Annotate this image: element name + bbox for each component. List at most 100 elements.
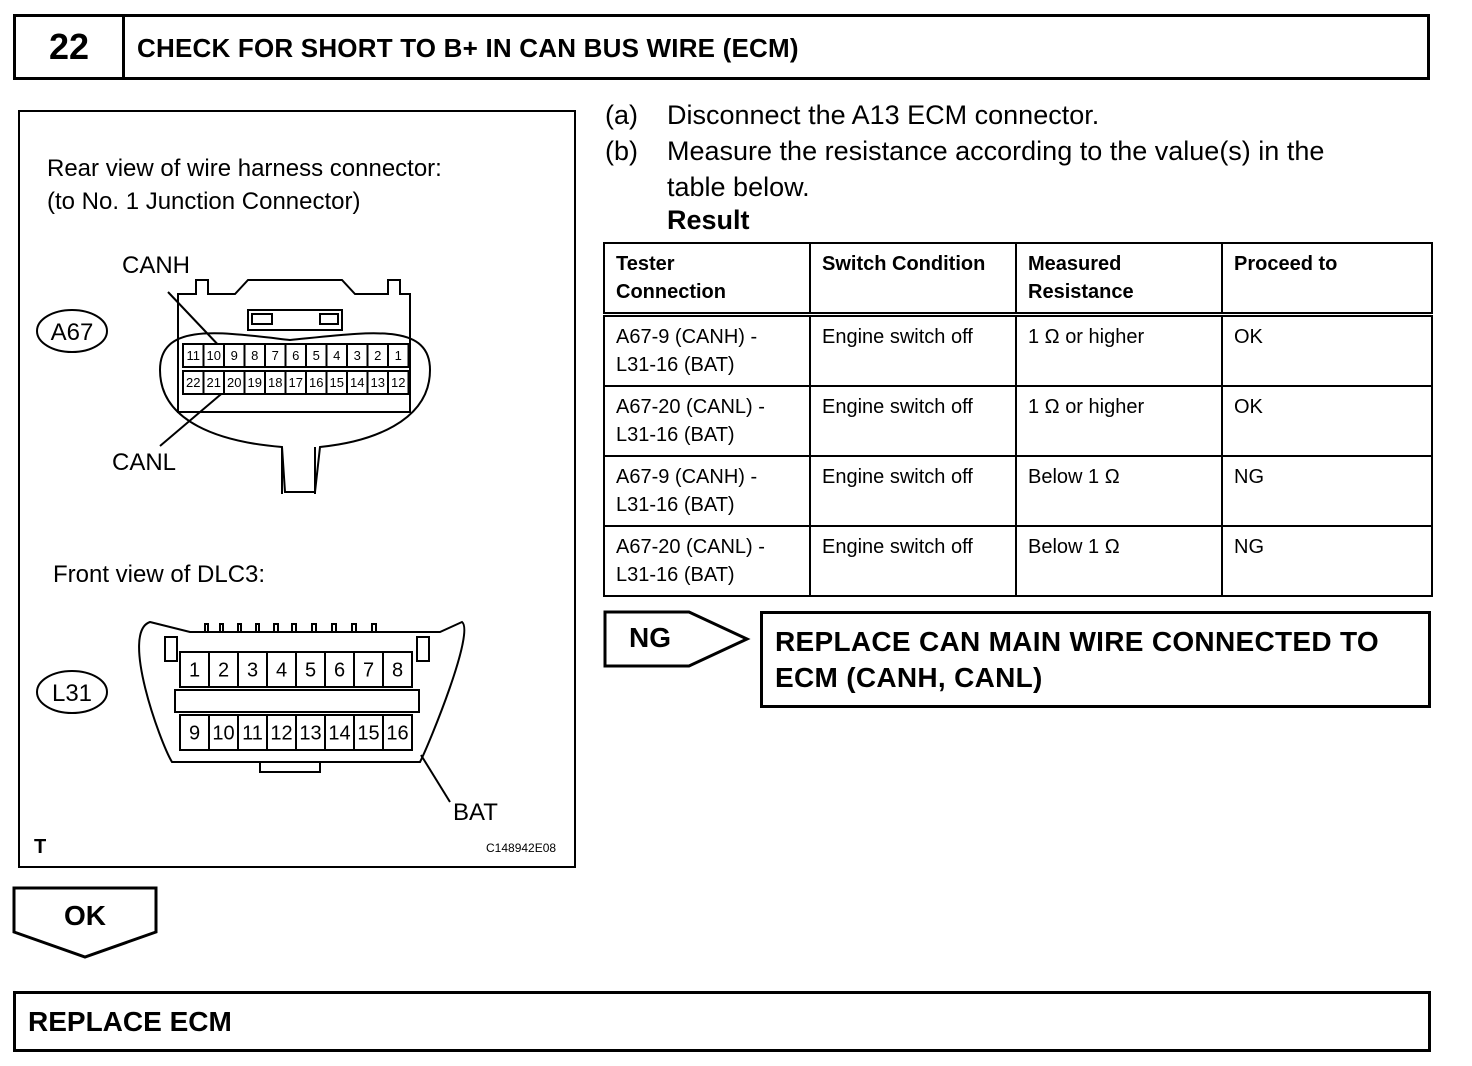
a67-caption-line2: (to No. 1 Junction Connector) <box>47 188 361 215</box>
table-row: A67-20 (CANL) -L31-16 (BAT) Engine switc… <box>603 525 1433 597</box>
step-number: 22 <box>16 17 125 77</box>
ng-action-line1: REPLACE CAN MAIN WIRE CONNECTED TO <box>775 626 1379 657</box>
ok-tag-label: OK <box>64 900 106 931</box>
l31-code-oval <box>36 670 108 714</box>
result-heading: Result <box>667 205 750 235</box>
dlc3-pin-number: 15 <box>357 723 379 745</box>
ng-action-box: REPLACE CAN MAIN WIRE CONNECTED TO ECM (… <box>760 611 1431 708</box>
a67-pin-number: 15 <box>330 375 344 390</box>
dlc3-pin-number: 13 <box>299 723 321 745</box>
instruction-b-label: (b) <box>605 136 638 166</box>
a67-pin-number: 6 <box>292 348 299 363</box>
step-header: 22 CHECK FOR SHORT TO B+ IN CAN BUS WIRE… <box>13 14 1430 80</box>
a67-code-oval <box>36 309 108 353</box>
step-title: CHECK FOR SHORT TO B+ IN CAN BUS WIRE (E… <box>137 33 799 63</box>
cell-switch-condition: Engine switch off <box>809 385 1017 457</box>
a67-code: A67 <box>51 319 94 346</box>
dlc3-caption: Front view of DLC3: <box>53 561 265 588</box>
a67-pin-number: 16 <box>309 375 323 390</box>
dlc3-pin-number: 2 <box>218 660 229 682</box>
bat-label: BAT <box>453 799 498 826</box>
dlc3-latch <box>164 636 178 662</box>
a67-pin-number: 19 <box>248 375 262 390</box>
a67-pin-number: 20 <box>227 375 241 390</box>
dlc3-pin-cell <box>237 714 268 751</box>
ok-action-box: REPLACE ECM <box>13 991 1431 1052</box>
a67-pin-number: 7 <box>272 348 279 363</box>
canh-label: CANH <box>122 252 190 279</box>
a67-pin-number: 9 <box>231 348 238 363</box>
table-row: A67-9 (CANH) -L31-16 (BAT) Engine switch… <box>603 313 1433 387</box>
dlc3-pin-number: 8 <box>392 660 403 682</box>
dlc3-connector <box>36 620 466 803</box>
dlc3-pin-cell <box>179 714 210 751</box>
dlc3-pin-number: 11 <box>242 723 263 745</box>
ng-action-line2: ECM (CANH, CANL) <box>775 662 1043 693</box>
a67-pin-number: 12 <box>391 375 405 390</box>
a67-pin-cell <box>387 343 410 368</box>
dlc3-pin-cell <box>208 651 239 688</box>
dlc3-pin-number: 5 <box>305 660 316 682</box>
a67-pin-number: 11 <box>187 348 201 363</box>
a67-pin-number: 14 <box>350 375 364 390</box>
ng-arrow-tag: NG <box>603 610 751 668</box>
dlc3-pin-number: 9 <box>189 723 200 745</box>
cell-measured-resistance: Below 1 Ω <box>1015 455 1223 527</box>
cell-measured-resistance: Below 1 Ω <box>1015 525 1223 597</box>
cell-proceed-to: NG <box>1221 455 1433 527</box>
dlc3-pin-cell <box>237 651 268 688</box>
cell-measured-resistance: 1 Ω or higher <box>1015 313 1223 387</box>
instruction-b-text-line1: Measure the resistance according to the … <box>667 136 1325 166</box>
cell-tester-connection: A67-9 (CANH) -L31-16 (BAT) <box>603 455 811 527</box>
a67-pin-number: 1 <box>395 348 402 363</box>
a67-pin-number: 22 <box>186 375 200 390</box>
col-header-switch-condition: Switch Condition <box>809 242 1017 317</box>
dlc3-pin-number: 16 <box>386 723 408 745</box>
a67-caption-line1: Rear view of wire harness connector: <box>47 155 442 182</box>
dlc3-pin-number: 6 <box>334 660 345 682</box>
table-row: A67-9 (CANH) -L31-16 (BAT) Engine switch… <box>603 455 1433 527</box>
figure-code: C148942E08 <box>486 841 556 855</box>
a67-pin-number: 5 <box>313 348 320 363</box>
dlc3-pin-number: 7 <box>363 660 374 682</box>
dlc3-pin-number: 10 <box>212 723 234 745</box>
a67-pin-number: 21 <box>207 375 221 390</box>
instruction-a-label: (a) <box>605 100 638 130</box>
dlc3-pin-number: 1 <box>189 660 200 682</box>
a67-pin-number: 10 <box>207 348 221 363</box>
canl-label: CANL <box>112 449 176 476</box>
a67-pin-cell <box>387 370 410 395</box>
cell-tester-connection: A67-9 (CANH) -L31-16 (BAT) <box>603 313 811 387</box>
a67-pin-number: 17 <box>289 375 303 390</box>
dlc3-pin-cell <box>382 651 413 688</box>
instruction-b: (b) Measure the resistance according to … <box>605 133 1431 209</box>
dlc3-center-bar <box>174 689 420 713</box>
instruction-a: (a) Disconnect the A13 ECM connector. <box>605 97 1431 137</box>
cell-tester-connection: A67-20 (CANL) -L31-16 (BAT) <box>603 525 811 597</box>
a67-pin-number: 2 <box>374 348 381 363</box>
dlc3-pin-number: 12 <box>270 723 292 745</box>
dlc3-pin-cell <box>179 651 210 688</box>
a67-pin-number: 18 <box>268 375 282 390</box>
dlc3-pin-number: 14 <box>328 723 350 745</box>
cell-switch-condition: Engine switch off <box>809 525 1017 597</box>
col-header-proceed-to: Proceed to <box>1221 242 1433 317</box>
ok-arrow-tag: OK <box>12 886 158 959</box>
dlc3-pin-cell <box>382 714 413 751</box>
instruction-b-text-line2: table below. <box>667 172 810 202</box>
cell-proceed-to: OK <box>1221 313 1433 387</box>
cell-switch-condition: Engine switch off <box>809 313 1017 387</box>
instruction-a-text: Disconnect the A13 ECM connector. <box>667 100 1100 130</box>
connector-illustration: Rear view of wire harness connector: (to… <box>18 110 576 868</box>
ng-tag-label: NG <box>629 622 671 653</box>
dlc3-latch <box>416 636 430 662</box>
a67-pin-number: 3 <box>354 348 361 363</box>
dlc3-pin-cell <box>208 714 239 751</box>
cell-proceed-to: NG <box>1221 525 1433 597</box>
